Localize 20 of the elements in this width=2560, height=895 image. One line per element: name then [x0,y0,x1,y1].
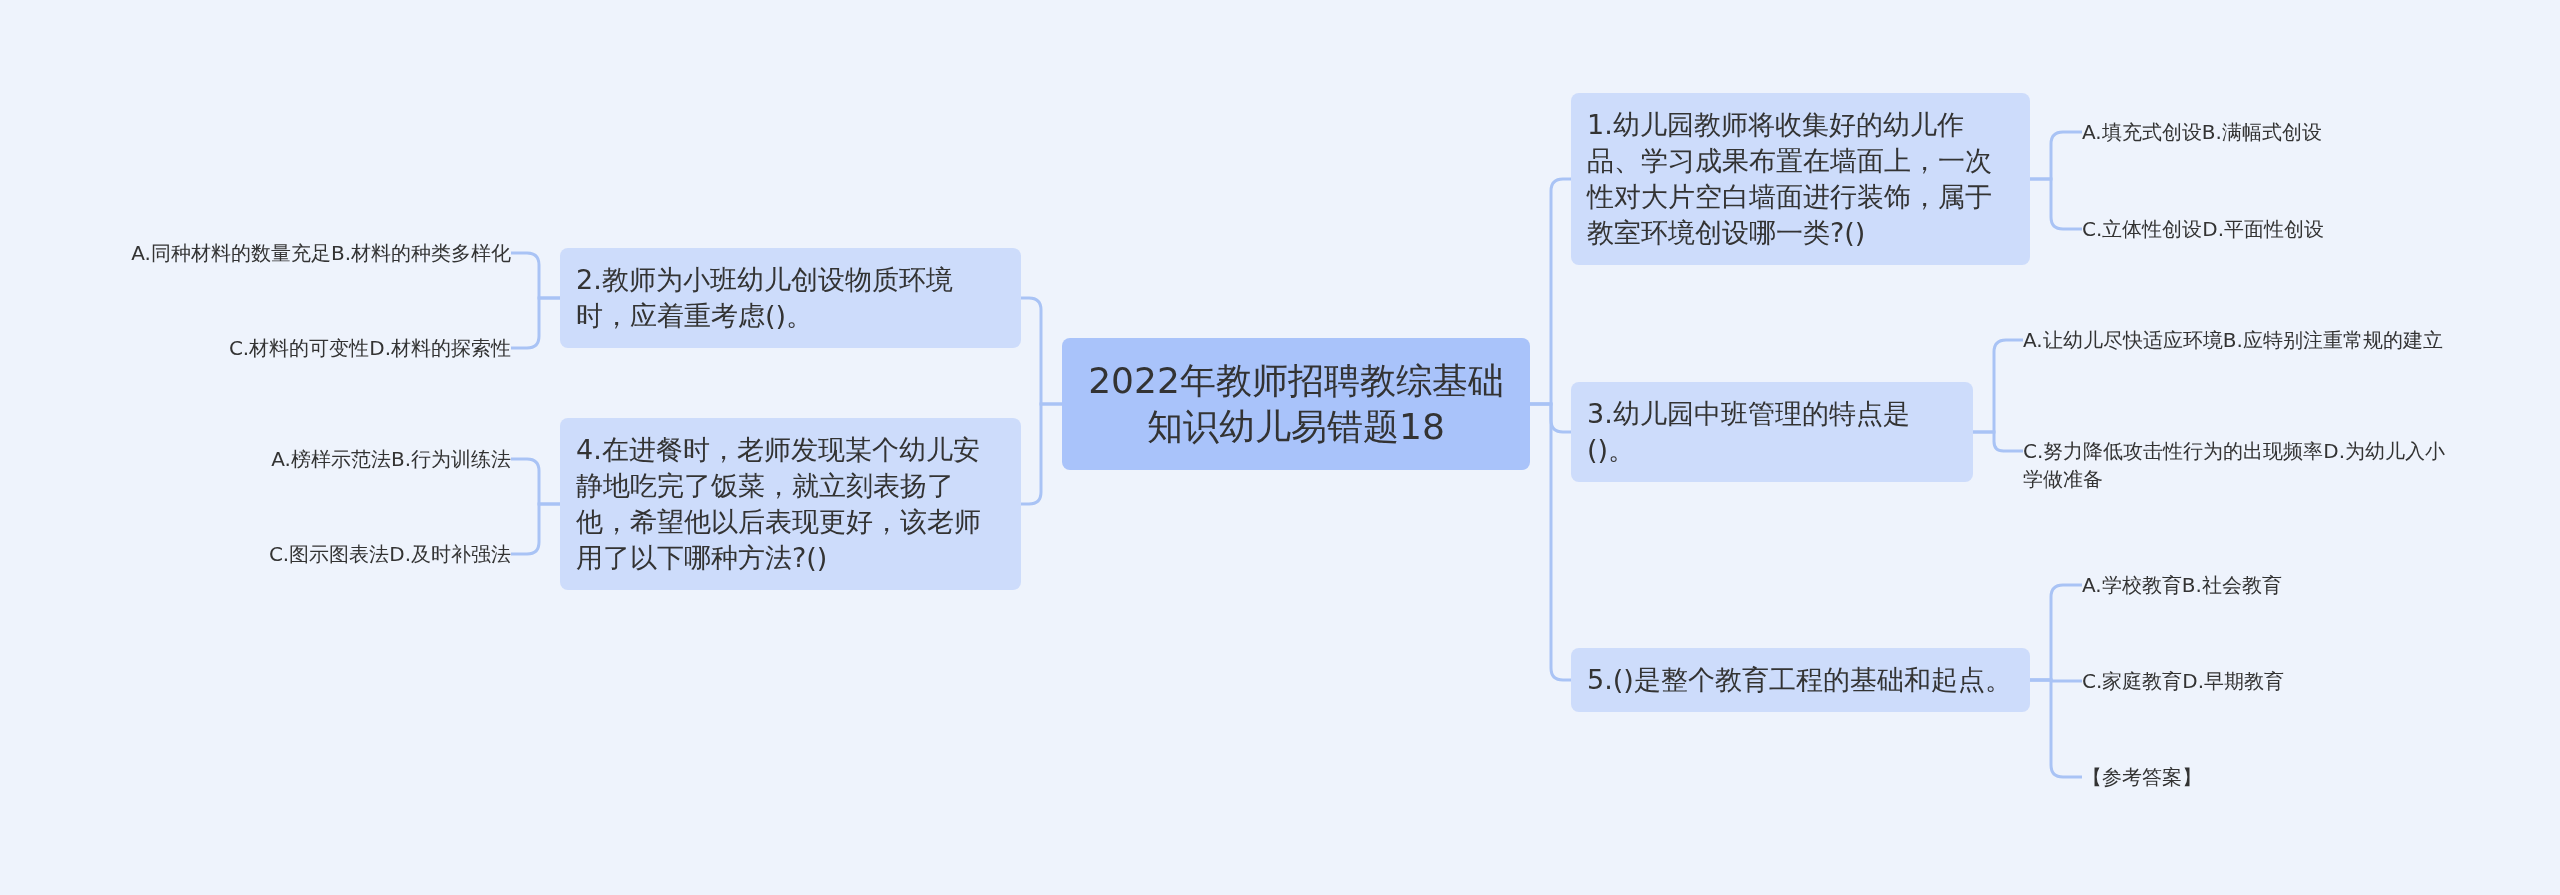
option-text: A.学校教育B.社会教育 [2082,571,2502,599]
question-box: 1.幼儿园教师将收集好的幼儿作品、学习成果布置在墙面上，一次性对大片空白墙面进行装饰，属于教室环境创设哪一类?() [1571,93,2030,265]
central-topic-box: 2022年教师招聘教综基础知识幼儿易错题18 [1062,338,1530,470]
option-text: C.材料的可变性D.材料的探索性 [61,334,511,362]
question-box: 5.()是整个教育工程的基础和起点。 [1571,648,2030,712]
connector-line [1530,402,1571,682]
question-box: 4.在进餐时，老师发现某个幼儿安静地吃完了饭菜，就立刻表扬了他，希望他以后表现更好，该老师用了以下哪种方法?() [560,418,1021,590]
connector-line [1973,430,2023,453]
option-text: 【参考答案】 [2082,763,2502,791]
option-text: C.图示图表法D.及时补强法 [61,540,511,568]
option-text: A.榜样示范法B.行为训练法 [61,445,511,473]
option-text: A.填充式创设B.满幅式创设 [2082,118,2502,146]
option-text: C.努力降低攻击性行为的出现频率D.为幼儿入小学做准备 [2023,437,2463,493]
question-box: 2.教师为小班幼儿创设物质环境时，应着重考虑()。 [560,248,1021,348]
option-text: A.同种材料的数量充足B.材料的种类多样化 [61,239,511,267]
option-text: A.让幼儿尽快适应环境B.应特别注重常规的建立 [2023,326,2463,354]
option-text: C.立体性创设D.平面性创设 [2082,215,2502,243]
question-box: 3.幼儿园中班管理的特点是()。 [1571,382,1973,482]
option-text: C.家庭教育D.早期教育 [2082,667,2502,695]
connector-line [1021,402,1062,506]
